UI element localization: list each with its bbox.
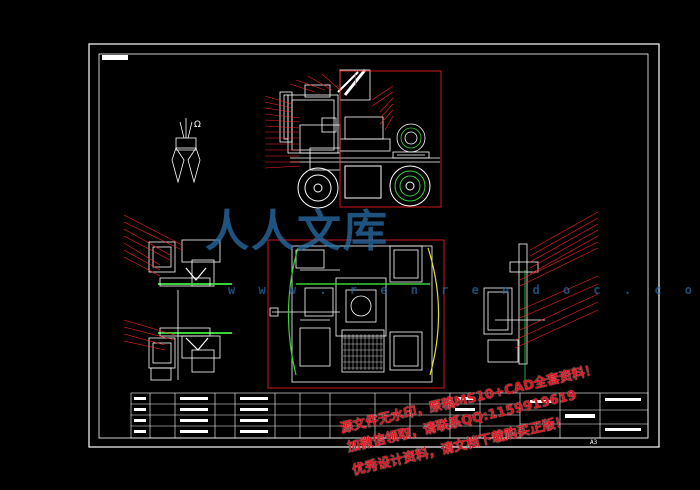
tag-box — [102, 55, 128, 60]
plan-view — [269, 245, 433, 383]
title-block-text-marks — [134, 397, 641, 433]
left-view-upper — [148, 239, 232, 287]
wheels — [297, 165, 431, 209]
green-arc-left — [287, 247, 299, 376]
outer-border — [88, 43, 660, 448]
clamp-detail — [171, 118, 201, 184]
sheet-size-label: A3 — [590, 439, 598, 446]
title-block — [130, 392, 649, 439]
right-view — [483, 243, 545, 380]
leaders-right — [514, 211, 599, 349]
leaders-top-right — [371, 85, 394, 131]
watermark-logo-text: 人人文库 — [205, 206, 389, 257]
left-view-lower — [148, 290, 232, 381]
leaders-top-left — [264, 73, 357, 169]
detail-mark-label: Ω — [194, 120, 201, 130]
detail-frame-top — [339, 70, 442, 208]
plan-hatch — [343, 334, 383, 370]
watermark-url: w w w . r e n r e n d o c . c o m — [228, 283, 700, 297]
top-view — [279, 69, 440, 171]
yellow-arc-right — [427, 247, 440, 376]
leaders-left — [123, 214, 183, 351]
detail-frame-centre — [267, 239, 445, 389]
